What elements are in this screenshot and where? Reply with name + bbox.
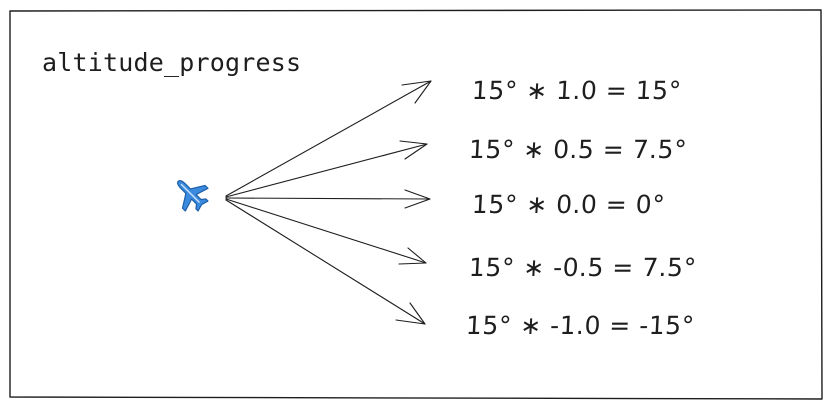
arrow-5-head [395, 302, 426, 325]
arrow-3-head [404, 189, 431, 209]
diagram-title: altitude_progress [42, 48, 302, 77]
arrow-2 [225, 143, 428, 198]
arrow-5 [225, 199, 426, 325]
arrow-4-head [398, 247, 427, 265]
airplane-icon [177, 180, 209, 212]
equation-1: 15° ∗ 1.0 = 15° [471, 76, 683, 105]
arrow-4 [225, 198, 427, 264]
arrow-2-head [399, 140, 428, 160]
arrows-group [225, 80, 432, 325]
equation-3: 15° ∗ 0.0 = 0° [471, 190, 666, 219]
equation-5: 15° ∗ -1.0 = -15° [465, 311, 696, 340]
equation-2: 15° ∗ 0.5 = 7.5° [468, 135, 688, 164]
arrow-1-head [401, 80, 432, 104]
arrow-1 [225, 80, 432, 197]
arrow-3 [225, 197, 431, 200]
equation-4: 15° ∗ -0.5 = 7.5° [468, 253, 698, 282]
frame-border [9, 9, 823, 400]
